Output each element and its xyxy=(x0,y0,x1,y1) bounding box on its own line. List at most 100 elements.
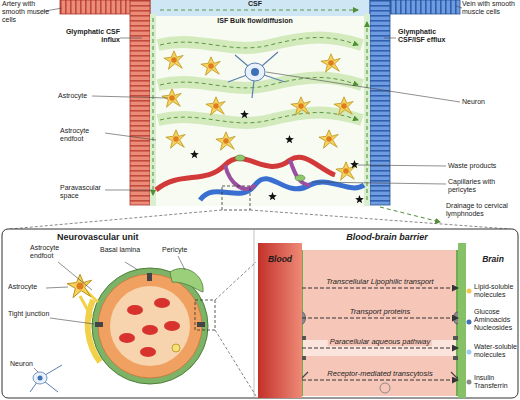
waste-product xyxy=(350,160,359,168)
endothelial-cell xyxy=(302,250,458,396)
flow-band xyxy=(158,38,362,48)
capillary xyxy=(225,160,310,189)
callout-label: Tight junction xyxy=(8,310,50,318)
waste-product xyxy=(190,150,199,158)
red-blood-cell xyxy=(164,321,180,331)
node-title: Blood xyxy=(258,255,302,265)
transport-arrow xyxy=(302,318,458,319)
callout-label: Artery with smooth muscle cells xyxy=(2,0,57,24)
red-blood-cell xyxy=(154,298,170,308)
zoom-line xyxy=(215,262,256,396)
flow-arrow xyxy=(160,113,358,123)
callout-label: Neuron xyxy=(10,360,50,368)
edge-label: Paracellular aqueous pathway xyxy=(328,337,432,346)
tight-junction xyxy=(147,273,152,281)
callout-label: Paravascular space xyxy=(60,184,105,200)
neuron-nucleus xyxy=(38,376,43,381)
callout-label: Astrocyte xyxy=(8,283,48,291)
csf-band xyxy=(150,0,370,16)
pericyte xyxy=(170,269,203,292)
waste-product xyxy=(240,110,249,118)
callout-label: Basal lamina xyxy=(100,246,145,254)
neuron xyxy=(33,372,47,384)
callout-label: Glymphatic CSF influx xyxy=(62,28,120,44)
callout-label: Water-soluble molecules xyxy=(474,343,519,359)
tight-junction xyxy=(197,322,205,327)
callout-label: Vein with smooth muscle cells xyxy=(462,0,518,16)
capillary xyxy=(200,179,364,200)
astrocyte xyxy=(166,130,185,148)
edge-label: Transport proteins xyxy=(348,307,412,316)
zoom-box xyxy=(222,186,250,210)
tight-junction xyxy=(95,322,103,327)
vein xyxy=(370,0,390,205)
endothelial-cell xyxy=(98,274,202,378)
efflux-arrow xyxy=(367,22,368,200)
callout-label: Insulin Transferrin xyxy=(474,374,519,390)
vessel-lumen xyxy=(110,286,190,366)
astrocyte xyxy=(216,132,235,150)
paravascular-space xyxy=(364,14,370,206)
red-blood-cell xyxy=(127,305,143,315)
leader-line xyxy=(40,6,462,190)
csf-flow-arrow xyxy=(160,10,358,11)
node-title: Blood-brain barrier xyxy=(256,232,518,242)
callout-label: Astrocyte endfoot xyxy=(30,244,75,260)
waste-product xyxy=(285,135,294,143)
flow-band xyxy=(158,113,362,123)
detail-frame xyxy=(2,229,518,398)
vesicle xyxy=(380,383,390,393)
callout-label: ISF Bulk flow/diffusion xyxy=(210,17,300,25)
pericyte xyxy=(295,175,305,181)
paravascular-space xyxy=(150,14,156,206)
transport-arrow xyxy=(302,348,458,349)
vesicle xyxy=(172,344,180,352)
callout-label: Waste products xyxy=(448,162,518,170)
node-title: Neurovascular unit xyxy=(5,232,253,242)
panel-divider xyxy=(254,229,255,398)
node-title: Brain xyxy=(458,255,520,265)
callout-label: Lipid-soluble molecules xyxy=(474,283,519,299)
edge-label: Transcellular Lipophilic transport xyxy=(324,277,435,286)
astrocyte xyxy=(321,54,340,72)
red-blood-cell xyxy=(140,347,156,357)
waste-product xyxy=(268,192,277,200)
neuron-dendrite xyxy=(228,52,285,98)
neuron xyxy=(245,63,265,81)
drainage-arrow xyxy=(380,207,440,222)
callout-label: Neuron xyxy=(462,98,512,106)
blood-column: Blood xyxy=(258,243,302,398)
brain-tissue xyxy=(150,16,370,206)
astrocyte xyxy=(201,57,220,75)
callout-label: Pericyte xyxy=(162,246,202,254)
influx-arrow xyxy=(153,18,154,195)
callout-label: Astrocyte xyxy=(58,92,98,100)
zoom-line xyxy=(10,210,510,229)
transport-arrow xyxy=(302,288,458,289)
flow-arrow xyxy=(160,38,358,48)
callout-label: Astrocyte endfoot xyxy=(60,127,105,143)
astrocyte xyxy=(206,97,225,115)
zoom-box xyxy=(195,300,215,330)
callout-label: CSF xyxy=(235,0,275,8)
artery xyxy=(130,0,150,205)
edge-label: Receptor-mediated transcytosis xyxy=(325,369,434,378)
red-blood-cell xyxy=(119,333,135,343)
astrocyte xyxy=(334,97,353,115)
callout-label: Capillaries with pericytes xyxy=(448,178,518,194)
capillary xyxy=(156,157,335,190)
neuron-nucleus xyxy=(251,68,259,76)
astrocyte xyxy=(164,51,183,69)
transport-arrow xyxy=(302,380,458,381)
red-blood-cell xyxy=(142,325,158,335)
callout-label: Drainage to cervical lymphnodes xyxy=(446,202,518,218)
waste-product xyxy=(355,195,364,203)
basal-lamina xyxy=(92,268,208,384)
pericyte xyxy=(235,155,245,161)
callout-label: Glucose Aminoacids Nucleosides xyxy=(474,308,519,332)
astrocyte xyxy=(67,274,92,297)
leader-line xyxy=(34,256,185,372)
callout-label: Glymphatic CSF/ISF efflux xyxy=(398,28,460,44)
astrocyte xyxy=(319,130,338,148)
